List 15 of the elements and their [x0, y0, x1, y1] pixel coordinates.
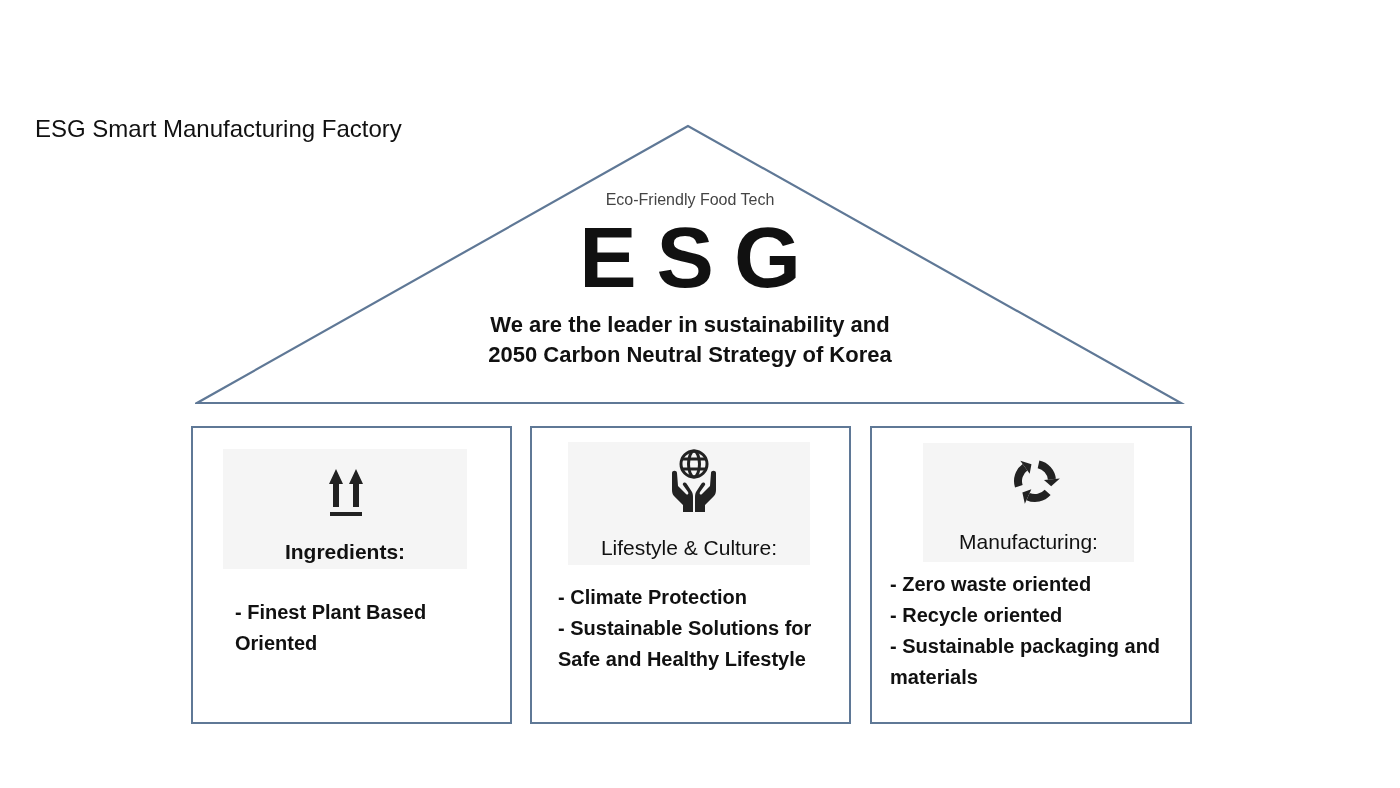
- mission-statement: We are the leader in sustainability and 2050 Carbon Neutral Strategy of Korea: [487, 311, 893, 369]
- bullet-text: - Zero waste oriented: [890, 572, 1092, 597]
- bullet-text: - Finest Plant Based Oriented: [235, 600, 428, 656]
- pillar-heading: Lifestyle & Culture:: [600, 535, 778, 561]
- bullet-text: - Climate Protection: [558, 585, 747, 610]
- page-title: ESG Smart Manufacturing Factory: [35, 114, 402, 144]
- pillar-box: [870, 426, 1192, 724]
- pillar-box: [191, 426, 512, 724]
- pillar-heading: Manufacturing:: [959, 529, 1098, 555]
- bullet-text: - Sustainable packaging and materials: [890, 634, 1162, 690]
- pillar-heading: Ingredients:: [284, 539, 406, 565]
- tagline-text: Eco-Friendly Food Tech: [605, 190, 775, 210]
- bullet-text: - Sustainable Solutions for Safe and Healthy Lifestyle: [558, 616, 813, 672]
- bullet-text: - Recycle oriented: [890, 603, 1063, 628]
- pillar-box: [530, 426, 851, 724]
